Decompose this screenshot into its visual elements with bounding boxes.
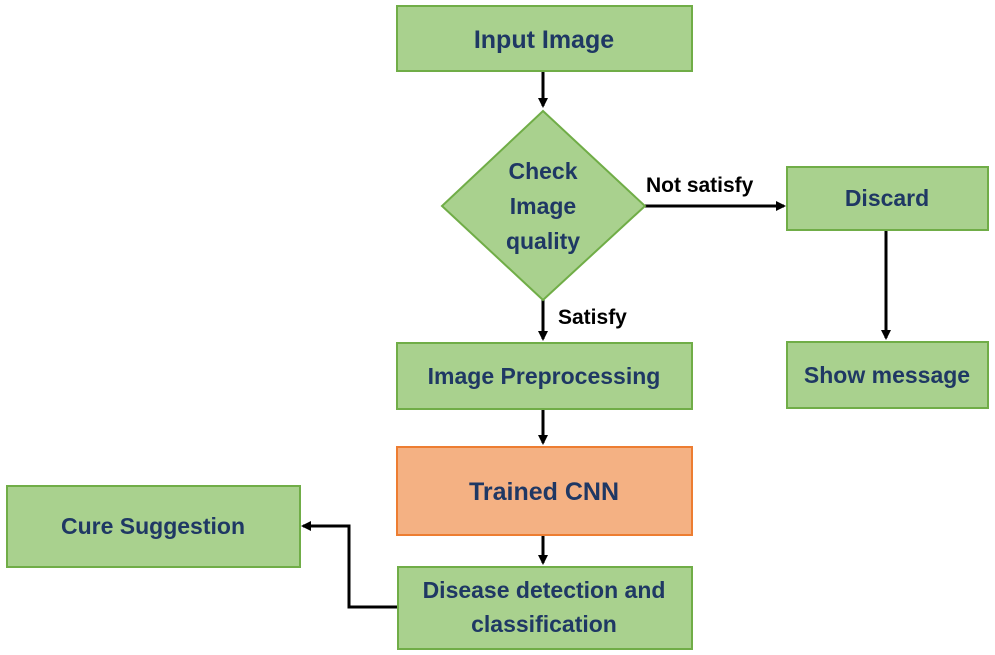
preprocessing-node: Image Preprocessing: [396, 342, 693, 410]
show-message-node: Show message: [786, 341, 989, 409]
trained-cnn-node: Trained CNN: [396, 446, 693, 536]
trained-cnn-label: Trained CNN: [469, 478, 619, 506]
check-quality-label-line-1: Check: [508, 158, 577, 184]
edge-label-not-satisfy: Not satisfy: [646, 174, 754, 197]
detection-label-line-2: classification: [471, 611, 617, 637]
preprocessing-box: [396, 342, 693, 410]
input-image-label: Input Image: [474, 26, 614, 54]
show-message-label: Show message: [804, 362, 970, 388]
discard-node: Discard: [786, 166, 989, 231]
show-message-box: [786, 341, 989, 409]
trained-cnn-box: [396, 446, 693, 536]
detection-box: [397, 566, 693, 650]
cure-node: Cure Suggestion: [6, 485, 301, 568]
edge-label-satisfy: Satisfy: [558, 306, 627, 329]
cure-label: Cure Suggestion: [61, 513, 245, 539]
check-quality-label-line-3: quality: [506, 228, 580, 254]
preprocessing-label: Image Preprocessing: [428, 363, 661, 389]
input-image-box: [396, 5, 693, 72]
discard-box: [786, 166, 989, 231]
arrow-detection-to-cure: [301, 521, 398, 609]
cure-box: [6, 485, 301, 568]
check-quality-node: Check Image quality: [440, 109, 647, 302]
input-image-node: Input Image: [396, 5, 693, 72]
discard-label: Discard: [845, 185, 929, 211]
check-quality-diamond: [440, 109, 647, 302]
detection-label-line-1: Disease detection and: [423, 577, 666, 603]
check-quality-label-line-2: Image: [510, 193, 576, 219]
detection-node: Disease detection and classification: [397, 566, 693, 650]
